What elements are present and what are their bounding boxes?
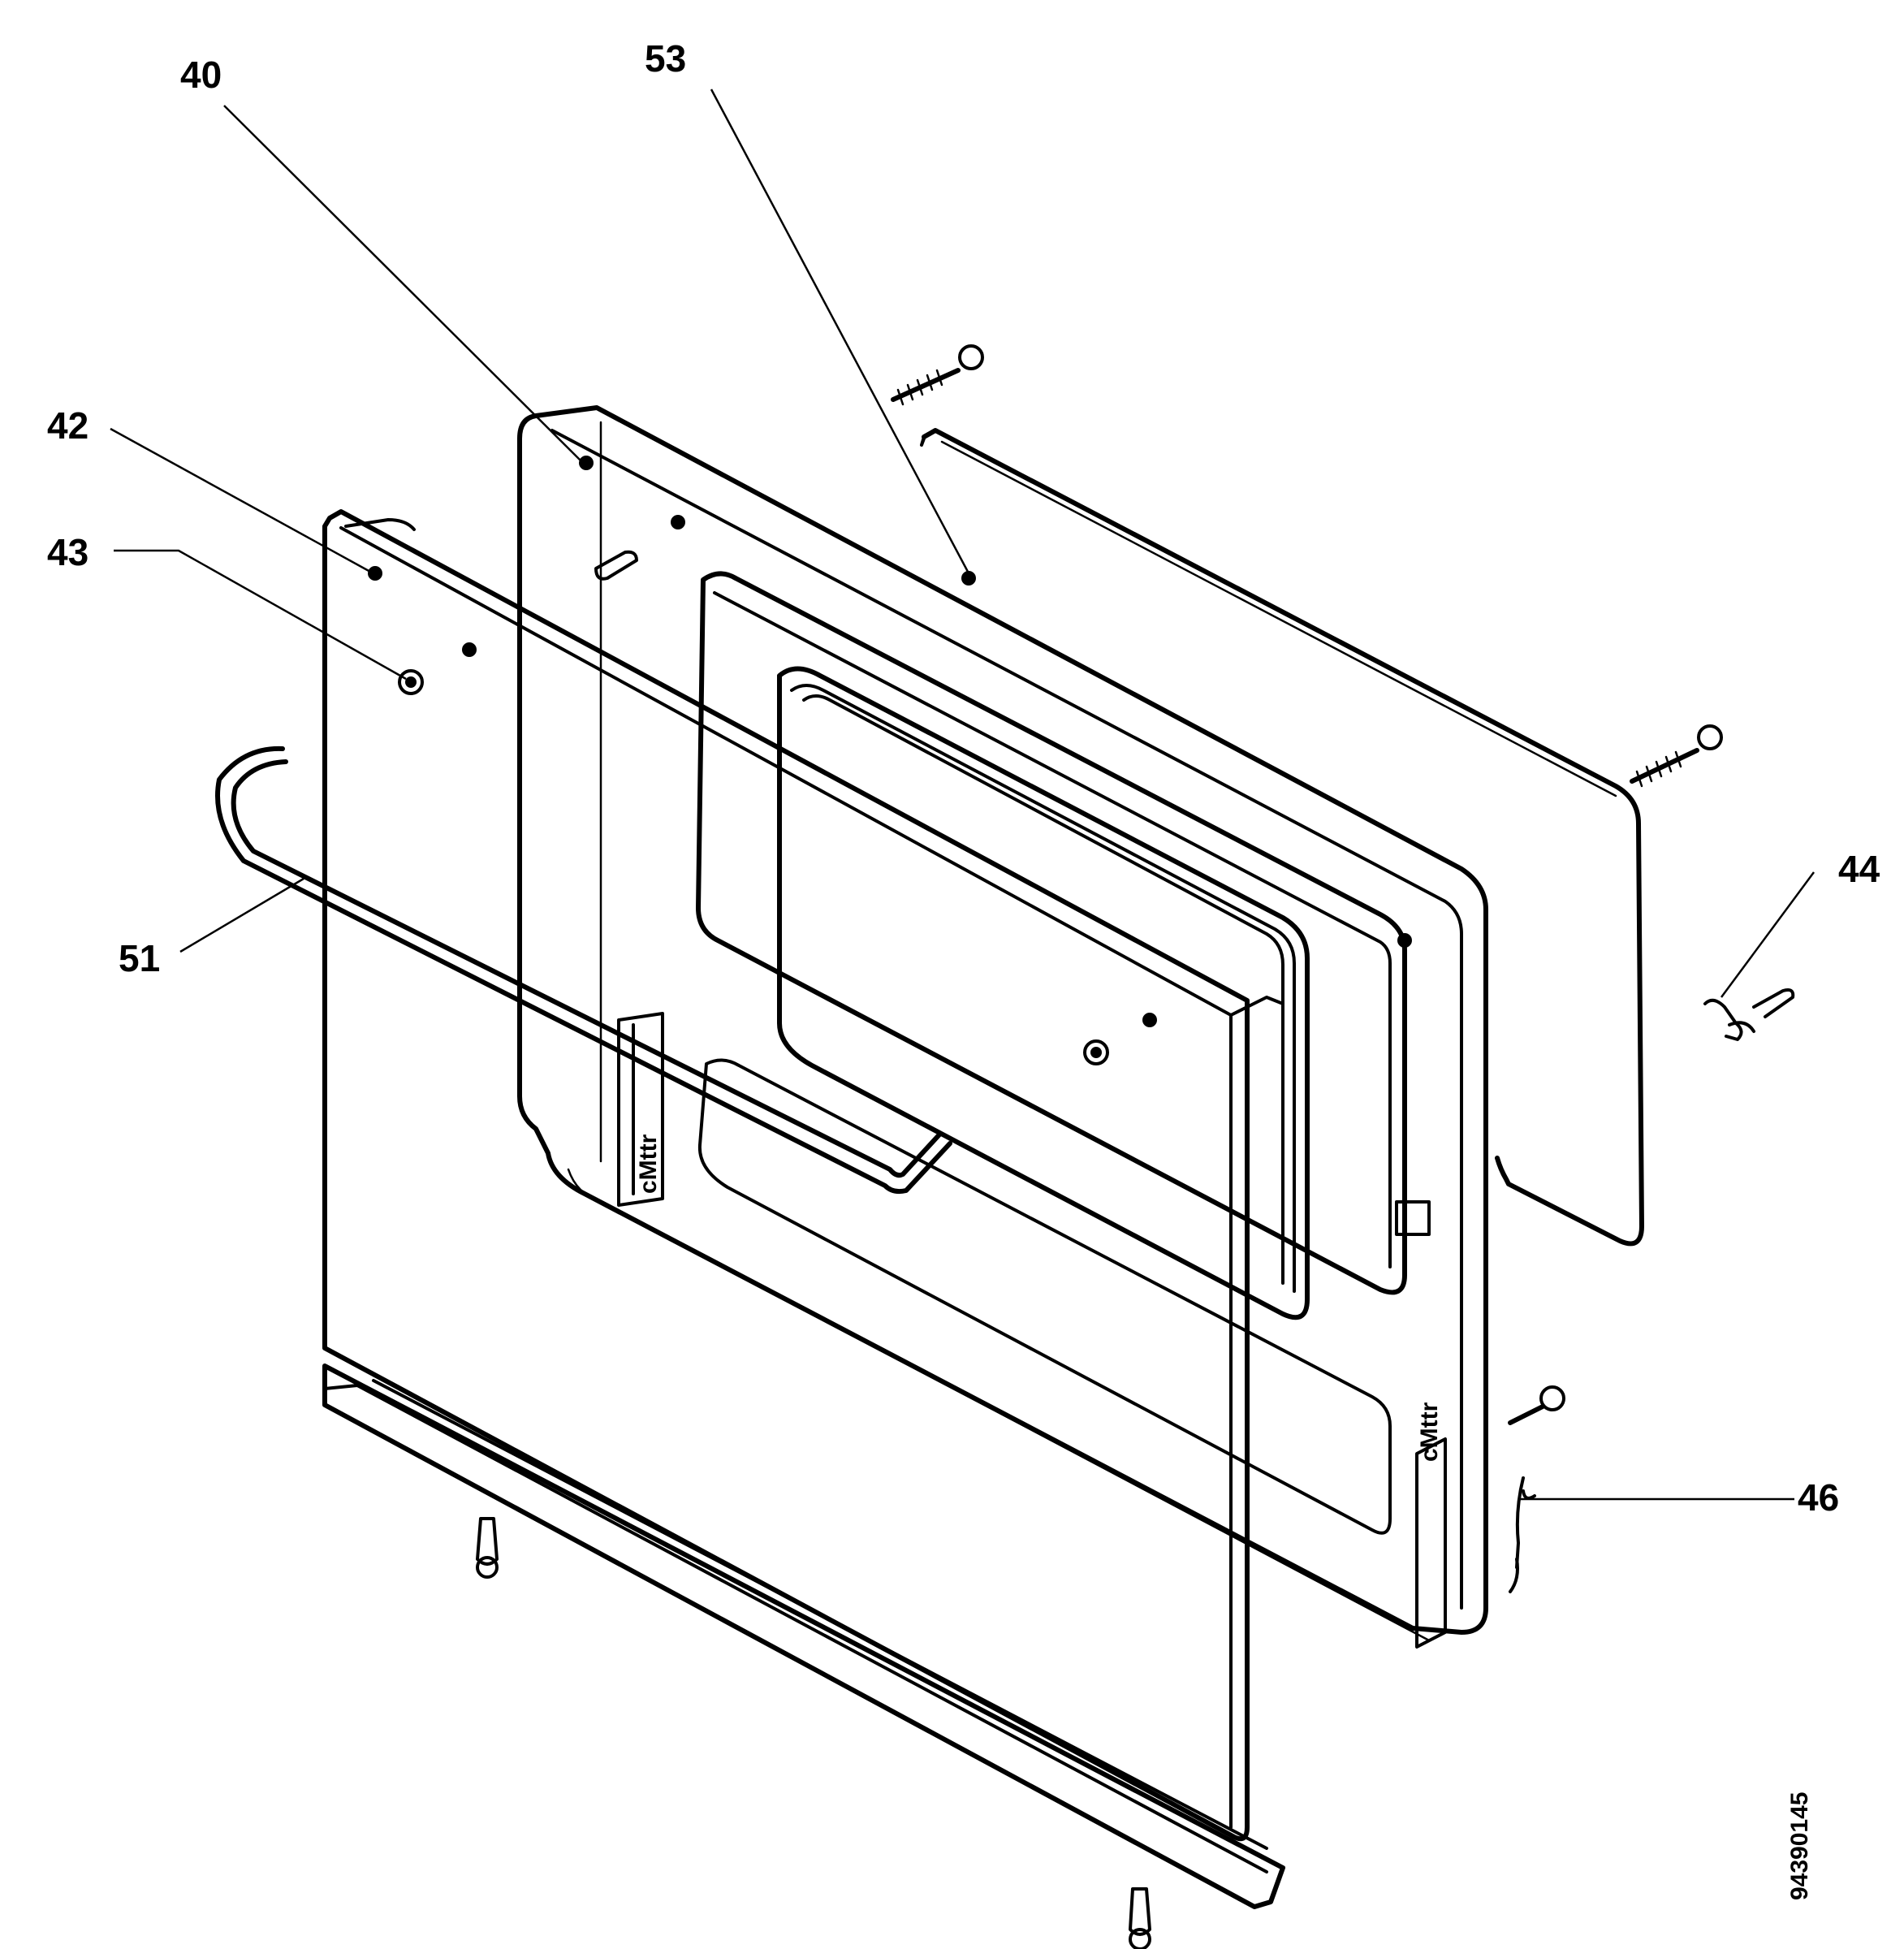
outer-glass-panel xyxy=(920,428,1644,1247)
callout-53: 53 xyxy=(645,37,686,80)
fixing-bush xyxy=(398,669,424,695)
hinge-spring-clip xyxy=(1509,1476,1536,1593)
callout-labels: 40 53 42 43 51 44 46 xyxy=(47,37,1880,1519)
callout-51: 51 xyxy=(119,937,160,979)
callout-43: 43 xyxy=(47,531,89,573)
bottom-trim-strip xyxy=(322,1363,1285,1909)
door-handle xyxy=(215,745,952,1195)
callout-46: 46 xyxy=(1798,1476,1839,1519)
callout-40: 40 xyxy=(180,54,222,96)
screw xyxy=(891,344,984,406)
svg-text:cMttr: cMttr xyxy=(635,1134,662,1194)
callout-44: 44 xyxy=(1838,848,1880,890)
fixing-bush xyxy=(1083,1039,1109,1065)
screw xyxy=(476,1517,499,1579)
svg-text:cMttr: cMttr xyxy=(1416,1402,1443,1462)
inner-door-frame: cMttr xyxy=(517,405,1488,1649)
screw xyxy=(1129,1887,1151,1949)
window-frame xyxy=(777,666,1310,1320)
screw xyxy=(1630,724,1723,788)
screw xyxy=(1508,1385,1565,1425)
front-door-panel: cMttr xyxy=(322,509,1284,1842)
hinge-clip xyxy=(1703,988,1795,1041)
callout-42: 42 xyxy=(47,404,89,447)
leader-lines xyxy=(110,89,1815,1501)
drawing-number: 94390145 xyxy=(1786,1792,1813,1900)
